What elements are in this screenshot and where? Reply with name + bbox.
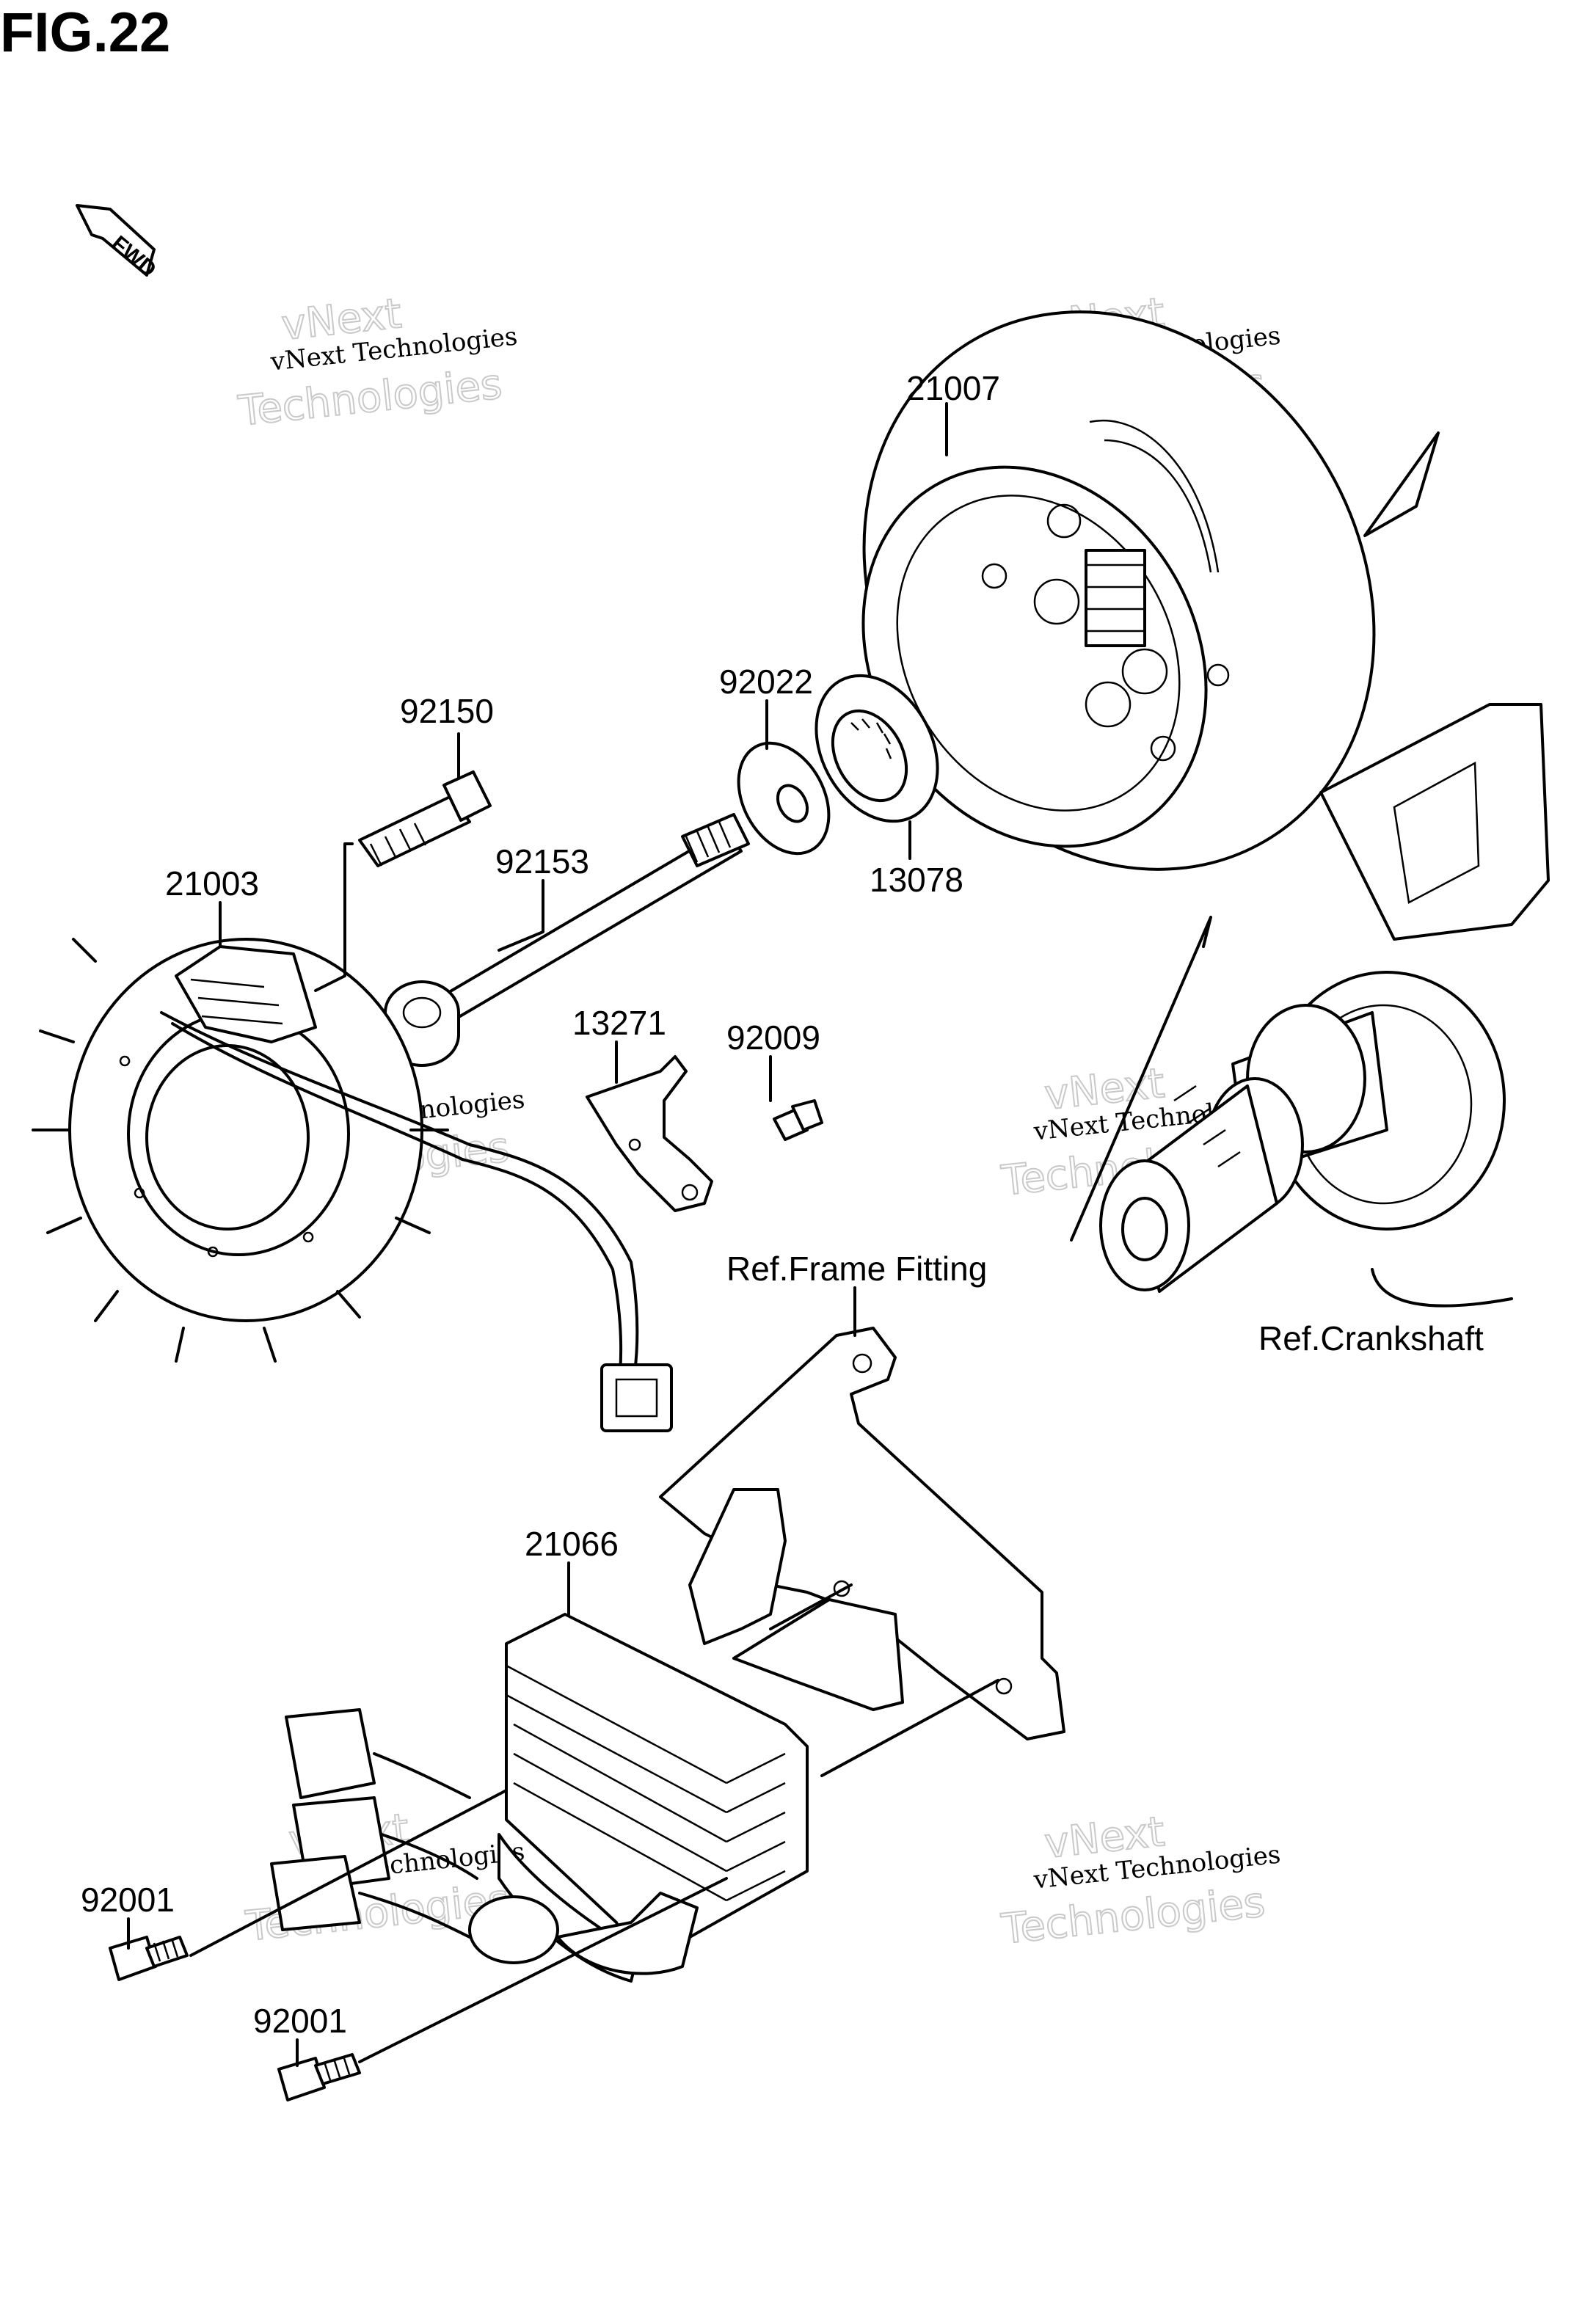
label-92150: 92150 [400, 692, 494, 730]
label-92009: 92009 [726, 1018, 820, 1057]
label-92022: 92022 [719, 663, 813, 701]
screw-92009 [773, 1099, 823, 1141]
label-21007: 21007 [906, 369, 1000, 407]
stator-21003 [32, 938, 449, 1363]
bolt-92153 [384, 813, 750, 1067]
fwd-arrow-icon: FWD [76, 204, 161, 282]
label-21003: 21003 [165, 864, 259, 903]
label-13078: 13078 [870, 861, 963, 899]
label-92153: 92153 [495, 842, 589, 881]
watermark-6: vNext vNext Technologies Technologies [998, 1807, 1282, 1955]
figure-title: FIG.22 [0, 1, 170, 64]
regulator-21066 [468, 1613, 809, 1983]
washer-92022 [737, 741, 831, 856]
regulator-connectors [270, 1708, 478, 1939]
label-13271: 13271 [572, 1004, 666, 1042]
gear-13078 [815, 674, 939, 823]
crankshaft-ref [1070, 703, 1550, 1308]
label-ref-crankshaft: Ref.Crankshaft [1258, 1319, 1484, 1357]
stator-wire-harness [160, 1011, 673, 1432]
leader-lines [127, 402, 999, 2067]
frame-fitting-ref [659, 1327, 1065, 1740]
flywheel-rotor-21007 [861, 310, 1440, 871]
watermark-1: vNext vNext Technologies Technologies [236, 289, 520, 437]
label-92001-a: 92001 [81, 1881, 175, 1919]
label-ref-frame-fitting: Ref.Frame Fitting [726, 1250, 987, 1288]
label-92001-b: 92001 [253, 2002, 347, 2040]
bolt-92001-b [277, 2053, 361, 2101]
bracket-13271 [586, 1055, 713, 1212]
label-21066: 21066 [525, 1525, 619, 1563]
bolt-92150 [358, 770, 492, 867]
bolt-92001-a [109, 1936, 189, 1981]
